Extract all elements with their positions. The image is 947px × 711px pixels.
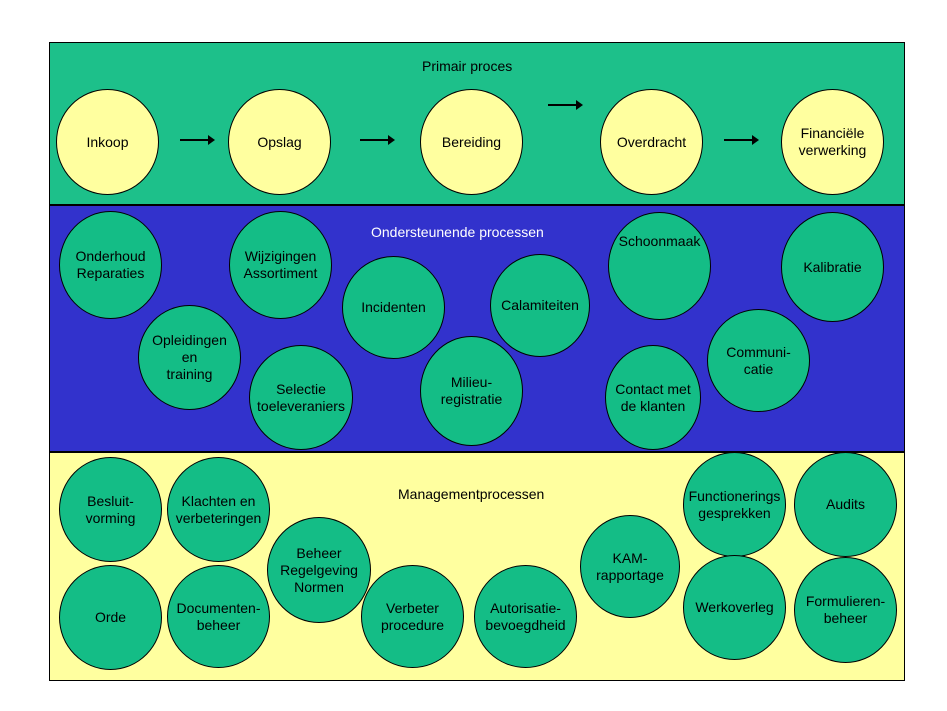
primary-node-bereiding: Bereiding xyxy=(420,89,523,195)
support-node-opleidingen: Opleidingen en training xyxy=(138,305,241,410)
support-node-onderhoud: Onderhoud Reparaties xyxy=(59,211,162,319)
support-node-schoonmaak: Schoonmaak xyxy=(608,212,711,320)
mgmt-node-kam-rapportage: KAM- rapportage xyxy=(580,515,680,618)
node-label: Selectie toeleveraniers xyxy=(257,380,345,414)
arrow-icon xyxy=(548,100,583,110)
node-label: Incidenten xyxy=(361,299,426,315)
node-label: Communi- catie xyxy=(726,343,791,377)
primary-node-inkoop: Inkoop xyxy=(56,89,159,195)
node-label: Bereiding xyxy=(441,133,502,150)
node-label: Calamiteiten xyxy=(501,297,579,313)
node-label: Schoonmaak xyxy=(618,232,701,249)
node-label: Orde xyxy=(94,609,127,625)
mgmt-node-besluitvorming: Besluit- vorming xyxy=(59,457,162,562)
node-label: Klachten en verbeteringen xyxy=(175,492,262,526)
node-label: Werkoverleg xyxy=(695,599,774,615)
management-process-title: Managementprocessen xyxy=(398,486,545,502)
mgmt-node-beheer-regelgeving: Beheer Regelgeving Normen xyxy=(267,517,371,623)
node-label: Financiële verwerking xyxy=(798,125,867,158)
primary-process-title: Primair proces xyxy=(422,58,513,74)
node-label: Wijzigingen Assortiment xyxy=(243,248,318,281)
primary-node-opslag: Opslag xyxy=(228,89,331,195)
support-node-milieu: Milieu- registratie xyxy=(420,336,523,446)
node-label: Formulieren- beheer xyxy=(805,593,886,626)
mgmt-node-autorisatie: Autorisatie- bevoegdheid xyxy=(474,565,577,668)
arrow-icon xyxy=(180,135,215,145)
node-label: Contact met de klanten xyxy=(615,380,691,414)
node-label: Besluit- vorming xyxy=(85,492,136,526)
primary-node-overdracht: Overdracht xyxy=(600,89,703,195)
mgmt-node-formulierenbeheer: Formulieren- beheer xyxy=(794,557,897,663)
support-node-selectie: Selectie toeleveraniers xyxy=(249,345,353,450)
mgmt-node-functioneringsgesprekken: Functionerings gesprekken xyxy=(683,452,786,557)
arrow-icon xyxy=(724,135,759,145)
node-label: Onderhoud Reparaties xyxy=(75,248,146,281)
support-node-kalibratie: Kalibratie xyxy=(781,212,884,322)
node-label: Documenten- beheer xyxy=(176,599,261,633)
node-label: Overdracht xyxy=(616,133,687,150)
node-label: Inkoop xyxy=(86,133,129,150)
node-label: Opslag xyxy=(257,133,302,150)
support-node-contact: Contact met de klanten xyxy=(605,345,701,450)
support-node-incidenten: Incidenten xyxy=(342,256,445,359)
node-label: Milieu- registratie xyxy=(440,374,503,407)
mgmt-node-audits: Audits xyxy=(794,452,897,557)
arrow-icon xyxy=(360,135,395,145)
mgmt-node-verbeter-procedure: Verbeter procedure xyxy=(361,565,464,668)
support-node-wijzigingen: Wijzigingen Assortiment xyxy=(229,211,332,319)
node-label: Functionerings gesprekken xyxy=(688,487,781,521)
node-label: KAM- rapportage xyxy=(596,549,664,583)
node-label: Autorisatie- bevoegdheid xyxy=(485,599,566,633)
support-node-communicatie: Communi- catie xyxy=(707,309,810,412)
support-node-calamiteiten: Calamiteiten xyxy=(490,254,590,357)
support-process-title: Ondersteunende processen xyxy=(371,224,544,240)
node-label: Verbeter procedure xyxy=(380,599,445,633)
node-label: Kalibratie xyxy=(803,258,862,275)
node-label: Audits xyxy=(826,496,865,512)
mgmt-node-werkoverleg: Werkoverleg xyxy=(683,555,786,660)
node-label: Opleidingen en training xyxy=(152,332,227,382)
primary-node-financiele-verwerking: Financiële verwerking xyxy=(781,89,884,195)
mgmt-node-documentenbeheer: Documenten- beheer xyxy=(167,565,270,668)
mgmt-node-orde: Orde xyxy=(59,565,162,670)
mgmt-node-klachten: Klachten en verbeteringen xyxy=(167,457,270,562)
node-label: Beheer Regelgeving Normen xyxy=(280,544,358,595)
